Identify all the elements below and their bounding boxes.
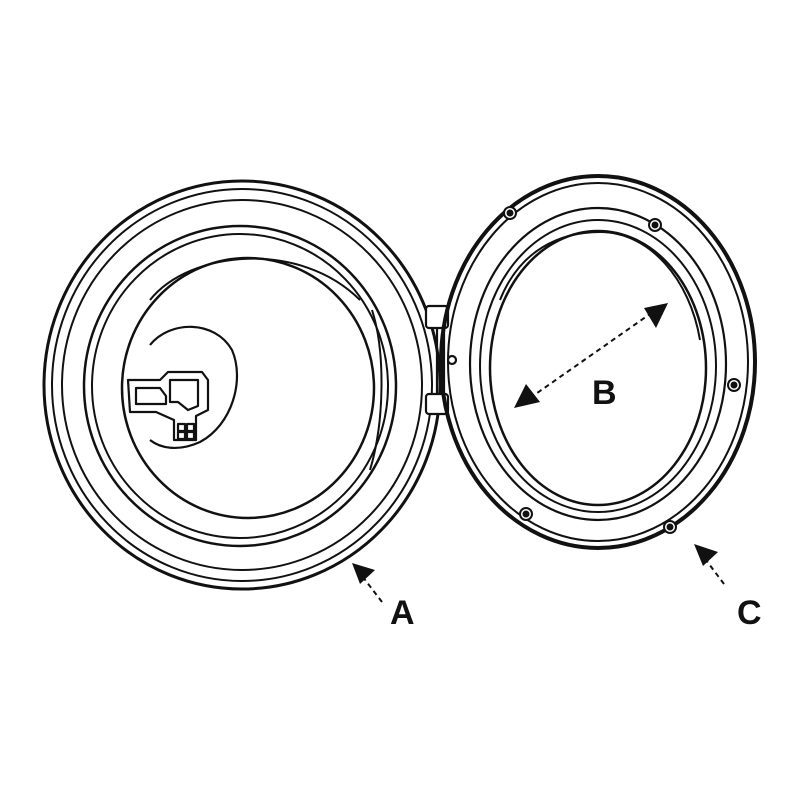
callout-a-arrowhead xyxy=(352,563,375,584)
lid-ring xyxy=(439,174,757,550)
callout-c: C xyxy=(694,544,762,632)
latch-mechanism xyxy=(126,325,239,449)
callout-c-leader xyxy=(699,551,725,585)
lid-lens xyxy=(499,230,701,341)
callout-a-leader xyxy=(355,567,383,603)
dimension-b-line xyxy=(529,313,651,399)
callout-c-label: C xyxy=(737,594,762,632)
frame-inner-lip xyxy=(149,257,383,471)
callout-b: B xyxy=(514,303,668,412)
dimension-b-arrowhead-start xyxy=(514,384,540,408)
lid-screws xyxy=(503,206,741,534)
outer-frame-ring xyxy=(42,179,442,591)
callout-a-label: A xyxy=(390,594,415,632)
dimension-b-arrowhead-end xyxy=(644,303,668,328)
callout-a: A xyxy=(352,563,415,632)
callout-b-label: B xyxy=(592,374,617,412)
callout-c-arrowhead xyxy=(694,544,718,566)
